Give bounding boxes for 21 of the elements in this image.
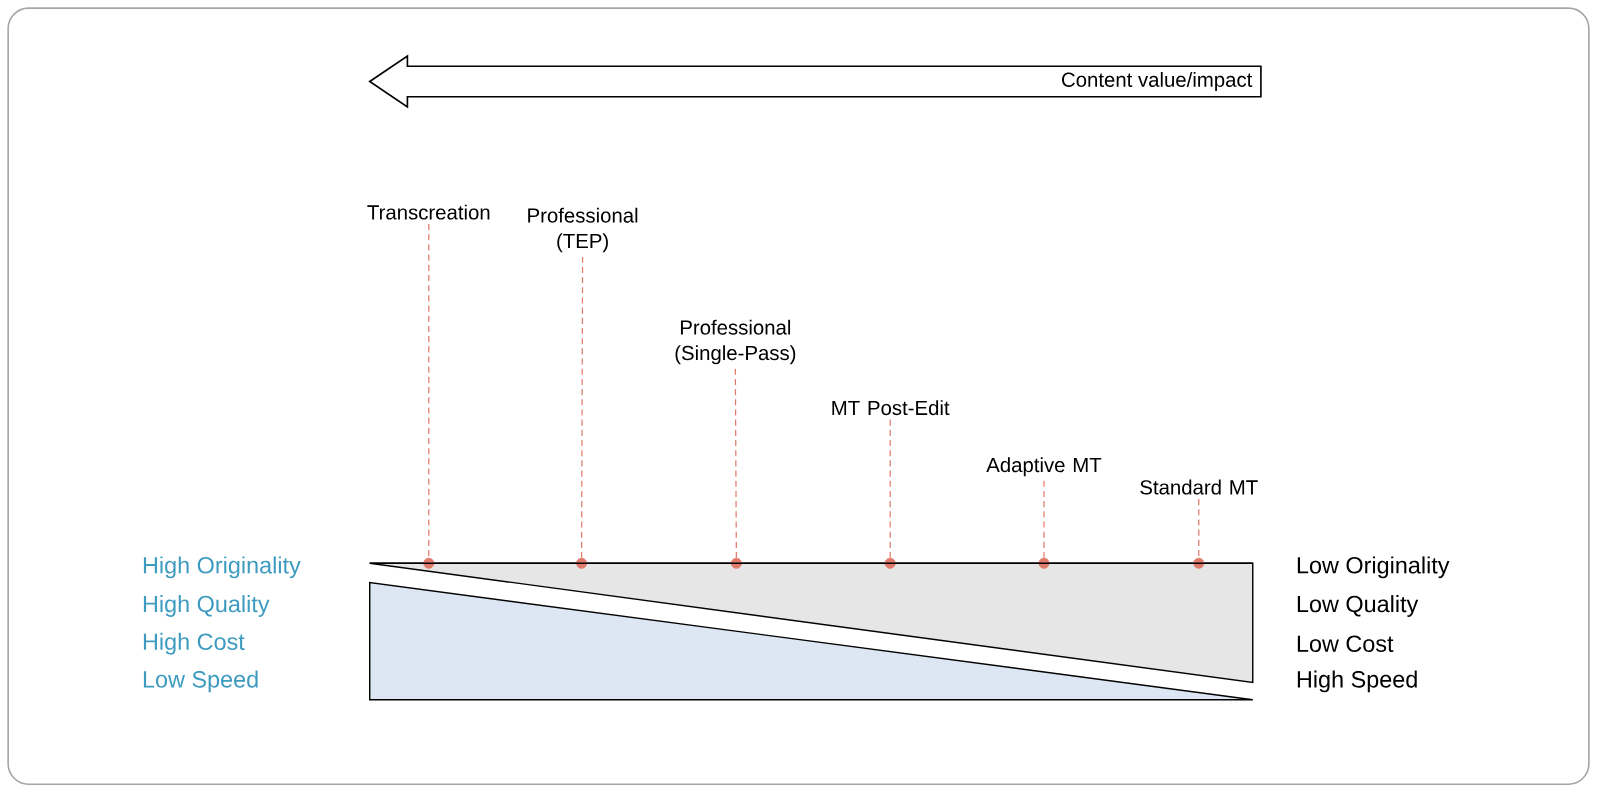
method-label: Standard MT: [1140, 479, 1258, 495]
leader-line: [734, 367, 737, 559]
method-label: Adaptive MT: [986, 457, 1102, 477]
leader-line: [581, 255, 584, 559]
axis-label: Low Speed: [143, 670, 258, 693]
axis-label: Low Originality: [1297, 556, 1450, 579]
axis-label: High Originality: [143, 556, 301, 579]
method-label: Professional (TEP): [528, 207, 638, 252]
axis-label: High Speed: [1297, 670, 1417, 693]
leader-line: [1043, 479, 1045, 559]
method-label: Professional (Single-Pass): [675, 319, 796, 365]
leader-line: [428, 223, 430, 559]
axis-label: Low Quality: [1297, 594, 1419, 617]
method-label: Transcreation: [367, 204, 490, 220]
leader-line: [1198, 498, 1200, 559]
axis-label: High Cost: [143, 632, 245, 655]
axis-label: High Quality: [143, 594, 270, 617]
arrow-label: Content value/impact: [1062, 71, 1253, 91]
method-label: MT Post-Edit: [832, 400, 950, 415]
axis-label: Low Cost: [1297, 635, 1394, 652]
leader-line: [889, 418, 891, 559]
